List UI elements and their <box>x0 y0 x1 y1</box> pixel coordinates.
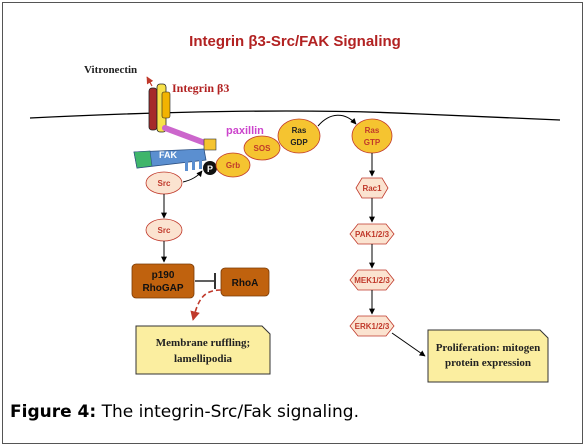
vitronectin-label: Vitronectin <box>84 64 137 76</box>
integrin-receptor-icon <box>148 83 171 133</box>
p190-rhogap-node <box>131 263 195 299</box>
paxillin-label: paxillin <box>226 125 264 137</box>
proliferation-label-1: Proliferation: mitogen <box>436 342 541 354</box>
ras-gdp-label-1: Ras <box>292 126 307 135</box>
p190-label-1: p190 <box>152 270 175 281</box>
membrane-ruffling-note <box>135 325 271 375</box>
diagram-title: Integrin β3-Src/FAK Signaling <box>189 33 401 50</box>
sos-label: SOS <box>254 144 272 153</box>
p190-label-2: RhoGAP <box>142 283 183 294</box>
caption-text: The integrin-Src/Fak signaling. <box>96 402 359 422</box>
ras-gtp-node <box>351 118 393 154</box>
erk-label: ERK1/2/3 <box>355 322 390 331</box>
rhoa-node <box>220 267 270 297</box>
src-membrane-label: Src <box>158 179 171 188</box>
pak-label: PAK1/2/3 <box>355 230 390 239</box>
arrow-erk-proliferation <box>391 332 426 357</box>
mek-label: MEK1/2/3 <box>354 276 390 285</box>
proliferation-label-2: protein expression <box>445 357 531 369</box>
mek-node <box>349 269 395 291</box>
src-to-p-arrow <box>182 170 203 183</box>
src-cyto-label: Src <box>158 226 171 235</box>
sos-node <box>243 135 281 161</box>
paxillin-tip-icon <box>203 138 217 151</box>
fak-protein-icon <box>133 148 207 171</box>
integrin-label: Integrin β3 <box>172 81 229 95</box>
rhoa-label: RhoA <box>232 278 259 289</box>
fak-label: FAK <box>159 150 178 160</box>
proliferation-note <box>427 329 549 383</box>
rac1-node <box>355 177 389 199</box>
paxillin-bar <box>162 125 208 146</box>
membrane-ruffling-label-1: Membrane ruffling; <box>156 337 250 349</box>
rhoa-dashed-arrow <box>190 289 222 321</box>
erk-node <box>349 315 395 337</box>
ras-activation-arrow <box>317 114 357 127</box>
grb-node <box>215 152 251 178</box>
ras-gdp-label-2: GDP <box>290 138 308 147</box>
grb-label: Grb <box>226 161 240 170</box>
ras-gtp-label-2: GTP <box>364 138 381 147</box>
cell-membrane-line <box>29 110 561 121</box>
pak-node <box>349 223 395 245</box>
ras-gdp-node <box>277 118 321 154</box>
ras-gtp-label-1: Ras <box>365 126 380 135</box>
phospho-label: P <box>207 164 213 174</box>
rac1-label: Rac1 <box>362 184 382 193</box>
figure-caption: Figure 4: The integrin-Src/Fak signaling… <box>10 402 570 422</box>
phospho-icon <box>203 161 217 175</box>
caption-label: Figure 4: <box>10 402 97 422</box>
membrane-ruffling-label-2: lamellipodia <box>174 353 233 365</box>
vitronectin-arrow <box>146 76 154 87</box>
